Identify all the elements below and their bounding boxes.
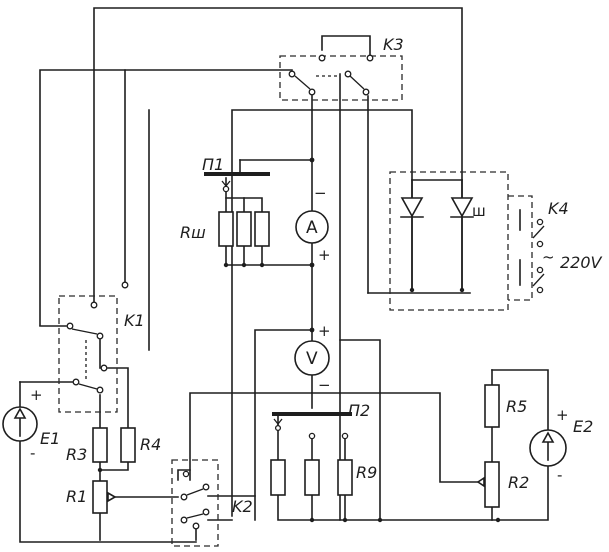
- resistor-range-1: [270, 459, 286, 496]
- wiring: [19, 7, 549, 543]
- voltmeter-minus: −: [318, 376, 331, 394]
- resistor-r3: [92, 427, 108, 463]
- k1-enclosure: [58, 295, 118, 413]
- resistor-r9: [337, 459, 353, 496]
- labels: K3 П1 Rш K4 220V K1 E1 R3 R4 R1 K2 П2 R9…: [30, 35, 603, 516]
- ammeter-plus: +: [318, 246, 331, 264]
- label-r9: R9: [356, 463, 377, 482]
- diode-enclosure: [389, 171, 509, 311]
- diode-1: [400, 197, 424, 218]
- label-p1: П1: [202, 155, 224, 174]
- diode-2: [450, 197, 474, 218]
- source-e1: [2, 406, 38, 442]
- label-e1: E1: [40, 429, 60, 448]
- voltmeter-plus: +: [318, 322, 331, 340]
- label-k1: K1: [124, 311, 145, 330]
- shunt-resistors: [218, 157, 315, 268]
- label-rsh: Rш: [180, 223, 206, 242]
- switch-k1[interactable]: [66, 281, 129, 394]
- selector-p1[interactable]: [204, 159, 270, 193]
- label-r1: R1: [66, 487, 87, 506]
- label-r3: R3: [66, 445, 87, 464]
- switch-enclosures: [58, 55, 533, 547]
- right-branch: [476, 384, 567, 523]
- resistor-r4: [120, 427, 136, 463]
- voltmeter-label: V: [306, 349, 318, 369]
- left-resistors: [92, 427, 136, 514]
- e2-plus: +: [556, 406, 569, 424]
- k2-enclosure: [171, 459, 219, 547]
- label-r4: R4: [140, 435, 161, 454]
- label-k2: K2: [232, 497, 253, 516]
- resistor-r5: [484, 384, 500, 428]
- ac-tilde: ~: [542, 248, 555, 266]
- label-p2: П2: [348, 401, 370, 420]
- label-k3: K3: [383, 35, 404, 54]
- e2-minus: -: [557, 466, 562, 484]
- label-r5: R5: [506, 397, 527, 416]
- shunt-resistor-2: [236, 211, 252, 247]
- shunt-resistor-3: [254, 211, 270, 247]
- switch-k4[interactable]: [519, 209, 545, 294]
- range-resistors: [270, 459, 383, 523]
- label-r2: R2: [508, 473, 529, 492]
- k3-enclosure: [279, 55, 403, 101]
- shunt-resistor-1: [218, 211, 234, 247]
- diode-mark: ш: [472, 202, 486, 220]
- resistor-r1: [92, 480, 108, 514]
- ammeter: [295, 210, 329, 244]
- e1-plus: +: [30, 386, 43, 404]
- diodes: [400, 197, 474, 293]
- selector-p2[interactable]: [272, 412, 352, 440]
- switch-k2[interactable]: [180, 470, 210, 530]
- resistor-r2: [484, 461, 500, 508]
- ammeter-label: A: [306, 218, 318, 238]
- label-e2: E2: [573, 417, 593, 436]
- switch-k3[interactable]: [288, 54, 374, 96]
- k4-enclosure: [508, 195, 533, 301]
- voltmeter: [294, 327, 330, 376]
- resistor-range-2: [304, 459, 320, 496]
- e1-minus: -: [30, 444, 35, 462]
- label-k4: K4: [548, 199, 569, 218]
- label-220v: 220V: [560, 253, 603, 272]
- ammeter-minus: −: [314, 184, 327, 202]
